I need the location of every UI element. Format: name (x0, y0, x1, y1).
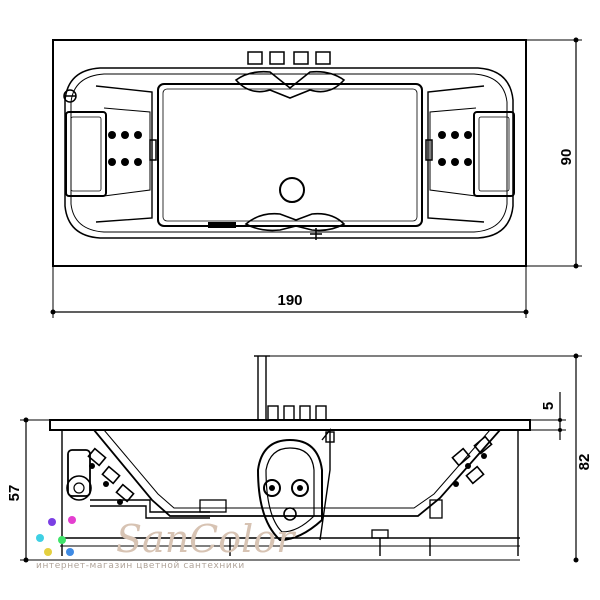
width-dimension-label: 190 (277, 292, 302, 309)
rim-dimension-label: 5 (540, 402, 557, 410)
watermark-dots-icon (36, 516, 76, 556)
height-dimension-label: 57 (6, 485, 23, 502)
watermark-dot (48, 518, 56, 526)
tub-outer-rim (52, 39, 527, 267)
tub-bowl-outline (64, 67, 514, 239)
drain-icon (279, 177, 305, 203)
watermark-dot (36, 534, 44, 542)
side-jets-left (87, 447, 135, 505)
faucet-controls-top (234, 51, 346, 99)
faucet-controls-bottom (208, 212, 346, 240)
watermark-dot (68, 516, 76, 524)
watermark-dot (58, 536, 66, 544)
watermark-dot (44, 548, 52, 556)
tub-side-shell (93, 429, 501, 517)
jets-left (108, 131, 142, 166)
dimension-lines-side (20, 353, 582, 563)
drain-knob-icon (63, 89, 77, 103)
watermark-dot (66, 548, 74, 556)
total-height-dimension-label: 82 (576, 454, 593, 471)
top-view (52, 39, 527, 267)
side-view (49, 355, 531, 556)
watermark-tagline: интернет-магазин цветной сантехники (36, 561, 245, 571)
pump-motor-icon (66, 449, 210, 519)
sancolor-watermark: SanColor интернет-магазин цветной сантех… (36, 516, 297, 571)
tub-floor (157, 83, 423, 227)
jets-right (438, 131, 472, 166)
watermark-brand: SanColor (116, 517, 297, 561)
central-fittings (254, 355, 335, 542)
side-jets-right (451, 435, 493, 487)
headrest-left (65, 111, 107, 197)
tub-side-rim (49, 419, 531, 431)
headrest-right (473, 111, 515, 197)
depth-dimension-label: 90 (558, 149, 575, 166)
dimension-lines-top (50, 37, 582, 318)
